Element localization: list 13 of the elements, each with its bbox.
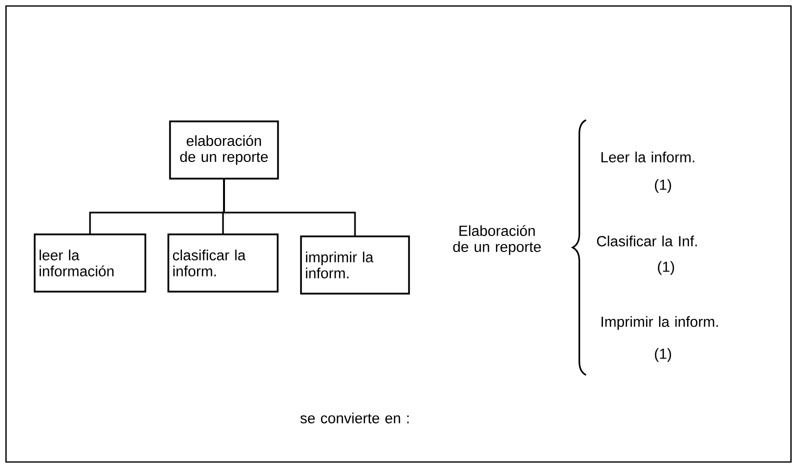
list-item: Imprimir la inform. — [602, 316, 718, 330]
text-label: Elaboración de un reporte — [453, 225, 541, 255]
item-number: (1) — [658, 261, 674, 275]
process-box: elaboración de un reporte — [169, 120, 279, 180]
item-number: (1) — [654, 348, 672, 362]
list-item: Leer la inform. — [601, 152, 694, 162]
connector-line — [223, 180, 356, 236]
process-box: imprimir la inform. — [300, 235, 410, 295]
process-box: leer la información — [34, 233, 146, 293]
process-box: clasificar la inform. — [167, 233, 279, 293]
caption-text: se convierte en : — [300, 412, 409, 424]
list-item: Clasificar la Inf. — [597, 236, 697, 246]
item-number: (1) — [654, 179, 672, 193]
